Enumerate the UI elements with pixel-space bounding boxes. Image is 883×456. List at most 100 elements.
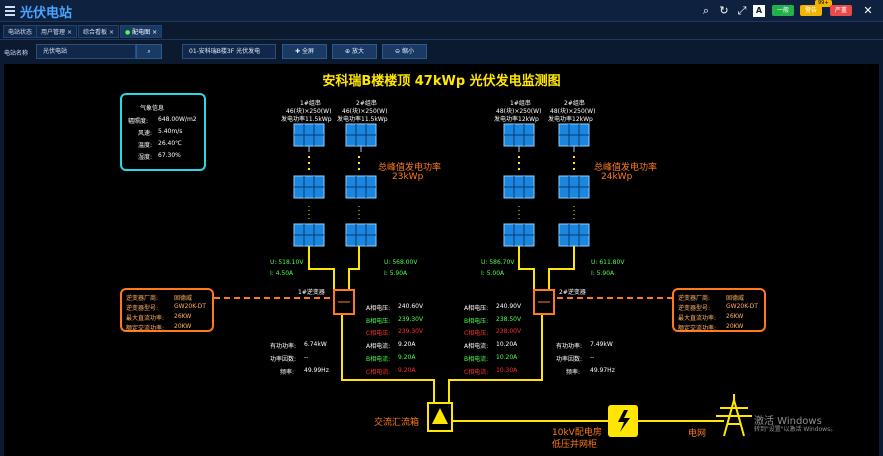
string-3-power: 发电功率12kWp	[494, 116, 539, 123]
phase-key: C相电流:	[464, 369, 489, 376]
inverter-2-info: 逆变器厂商: 固德威 逆变器型号: GW20K-DT 最大直流功率: 26KW …	[672, 288, 766, 332]
peak-right-label: 总峰值发电功率	[594, 163, 658, 173]
fullscreen-icon[interactable]: ⤢	[737, 4, 747, 17]
power-key: 功率因数:	[556, 356, 583, 363]
tab-label: 综合看板	[83, 29, 108, 36]
info-key: 额定交流功率:	[678, 325, 717, 332]
peak-left-label: 总峰值发电功率	[378, 163, 442, 173]
phase-key: A相电压:	[366, 305, 391, 312]
info-value: GW20K-DT	[726, 303, 758, 310]
power-value: --	[590, 354, 595, 361]
close-icon[interactable]: ×	[66, 29, 72, 36]
power-value: 49.99Hz	[304, 367, 329, 374]
zoom-in-label: 放大	[351, 48, 364, 55]
power-key: 频率:	[280, 369, 295, 376]
tab-label: 电站状态	[8, 29, 33, 36]
fullscreen-label: 全屏	[301, 48, 314, 55]
power-value: 7.49kW	[590, 341, 613, 348]
phase-key: B相电压:	[366, 318, 391, 325]
power-key: 有功功率:	[270, 343, 297, 350]
string-1-label: 1#组串	[300, 100, 321, 107]
phase-key: C相电流:	[366, 369, 391, 376]
zoom-out-button[interactable]: ⊖ 缩小	[382, 44, 427, 59]
tab-station-status[interactable]: 电站状态	[3, 25, 38, 38]
power-value: --	[304, 354, 309, 361]
dc-current: I: 5.90A	[384, 270, 408, 277]
badge-normal[interactable]: 一般	[772, 5, 795, 16]
peak-right-value: 24kWp	[601, 172, 633, 182]
info-key: 逆变器厂商:	[678, 295, 711, 302]
phase-value: 239.30V	[398, 328, 424, 335]
phase-value: 10.20A	[496, 341, 518, 348]
station-name-input[interactable]: 光伏电站	[36, 44, 136, 59]
dc-voltage: U: 568.00V	[384, 259, 418, 266]
string-4-spec: 48(块)×250(W)	[550, 108, 596, 115]
weather-title: 气象信息	[140, 105, 165, 112]
zoom-in-button[interactable]: ⊕ 放大	[332, 44, 377, 59]
refresh-icon[interactable]: ↻	[719, 4, 729, 17]
dc-current: I: 5.00A	[481, 270, 505, 277]
dc-voltage: U: 586.70V	[481, 259, 515, 266]
tab-user-management[interactable]: 用户管理 ×	[36, 25, 77, 38]
distribution-label-2: 低压并网柜	[552, 440, 598, 450]
station-select-value: 01-安科瑞B楼3F 光伏发电	[189, 48, 261, 55]
top-bar: 光伏电站 ⌕ ↻ ⤢ A ⚙ 一般 警告 99+ 严重 ✕	[0, 0, 883, 22]
grid-label: 电网	[688, 429, 707, 439]
close-icon[interactable]: ×	[108, 29, 114, 36]
badge-warning[interactable]: 警告	[800, 5, 823, 16]
monitoring-diagram: 安科瑞B楼楼顶 47kWp 光伏发电监测图 气象信息 辐照度: 648.00W/…	[4, 64, 879, 456]
info-key: 额定交流功率:	[126, 325, 165, 332]
dc-current: I: 5.90A	[591, 270, 615, 277]
info-value: 26KW	[174, 313, 192, 320]
badge-severe[interactable]: 严重	[830, 5, 853, 16]
weather-box: 气象信息 辐照度: 648.00W/m2 风速: 5.40m/s 温度: 26.…	[120, 93, 206, 171]
string-1-spec: 46(块)×250(W)	[286, 108, 332, 115]
menu-icon[interactable]	[5, 4, 15, 18]
text-size-icon[interactable]: A	[753, 5, 765, 17]
inverter-1-name: 1#逆变器	[298, 289, 325, 296]
station-name-label: 电站名称	[4, 50, 29, 57]
weather-value: 67.30%	[158, 152, 181, 159]
power-key: 有功功率:	[556, 343, 583, 350]
dc-voltage: U: 518.10V	[270, 259, 304, 266]
close-icon[interactable]: ✕	[863, 4, 873, 17]
phase-key: C相电压:	[464, 330, 489, 337]
phase-value: 10.30A	[496, 367, 518, 374]
tab-distribution-diagram[interactable]: ● 配电图 ×	[120, 25, 163, 38]
phase-key: B相电流:	[464, 356, 489, 363]
fullscreen-button[interactable]: ✚ 全屏	[282, 44, 327, 59]
weather-key: 湿度:	[138, 154, 153, 161]
phase-key: A相电压:	[464, 305, 489, 312]
info-key: 逆变器型号:	[678, 305, 711, 312]
weather-key: 温度:	[138, 142, 153, 149]
info-key: 逆变器型号:	[126, 305, 159, 312]
tab-dashboard[interactable]: 综合看板 ×	[78, 25, 119, 38]
info-key: 逆变器厂商:	[126, 295, 159, 302]
dc-current: I: 4.50A	[270, 270, 294, 277]
search-button[interactable]: ⌕	[136, 44, 162, 59]
weather-value: 26.40℃	[158, 140, 182, 147]
string-4-label: 2#组串	[564, 100, 585, 107]
phase-value: 240.90V	[496, 303, 522, 310]
peak-left-value: 23kWp	[392, 172, 424, 182]
string-3-label: 1#组串	[510, 100, 531, 107]
info-value: 20KW	[726, 323, 744, 330]
phase-value: 239.30V	[398, 316, 424, 323]
toolbar: 电站名称 光伏电站 ⌕ 01-安科瑞B楼3F 光伏发电 ✚ 全屏 ⊕ 放大 ⊖ …	[0, 40, 883, 64]
weather-value: 5.40m/s	[158, 128, 183, 135]
phase-key: A相电流:	[366, 343, 391, 350]
tab-bar: 电站状态 用户管理 × 综合看板 × ● 配电图 ×	[0, 22, 883, 40]
info-value: 固德威	[726, 295, 745, 302]
inverter-2-name: 2#逆变器	[559, 289, 586, 296]
power-key: 频率:	[566, 369, 581, 376]
search-icon[interactable]: ⌕	[702, 4, 710, 17]
station-select[interactable]: 01-安科瑞B楼3F 光伏发电	[182, 44, 276, 59]
phase-key: B相电压:	[464, 318, 489, 325]
diagram-wiring	[214, 123, 752, 437]
distribution-label-1: 10kV配电房	[552, 428, 602, 438]
close-icon[interactable]: ×	[152, 29, 158, 36]
badge-warning-count: 99+	[815, 0, 832, 7]
phase-value: 9.20A	[398, 341, 416, 348]
combiner-label: 交流汇流箱	[374, 418, 420, 428]
weather-key: 辐照度:	[128, 118, 149, 125]
